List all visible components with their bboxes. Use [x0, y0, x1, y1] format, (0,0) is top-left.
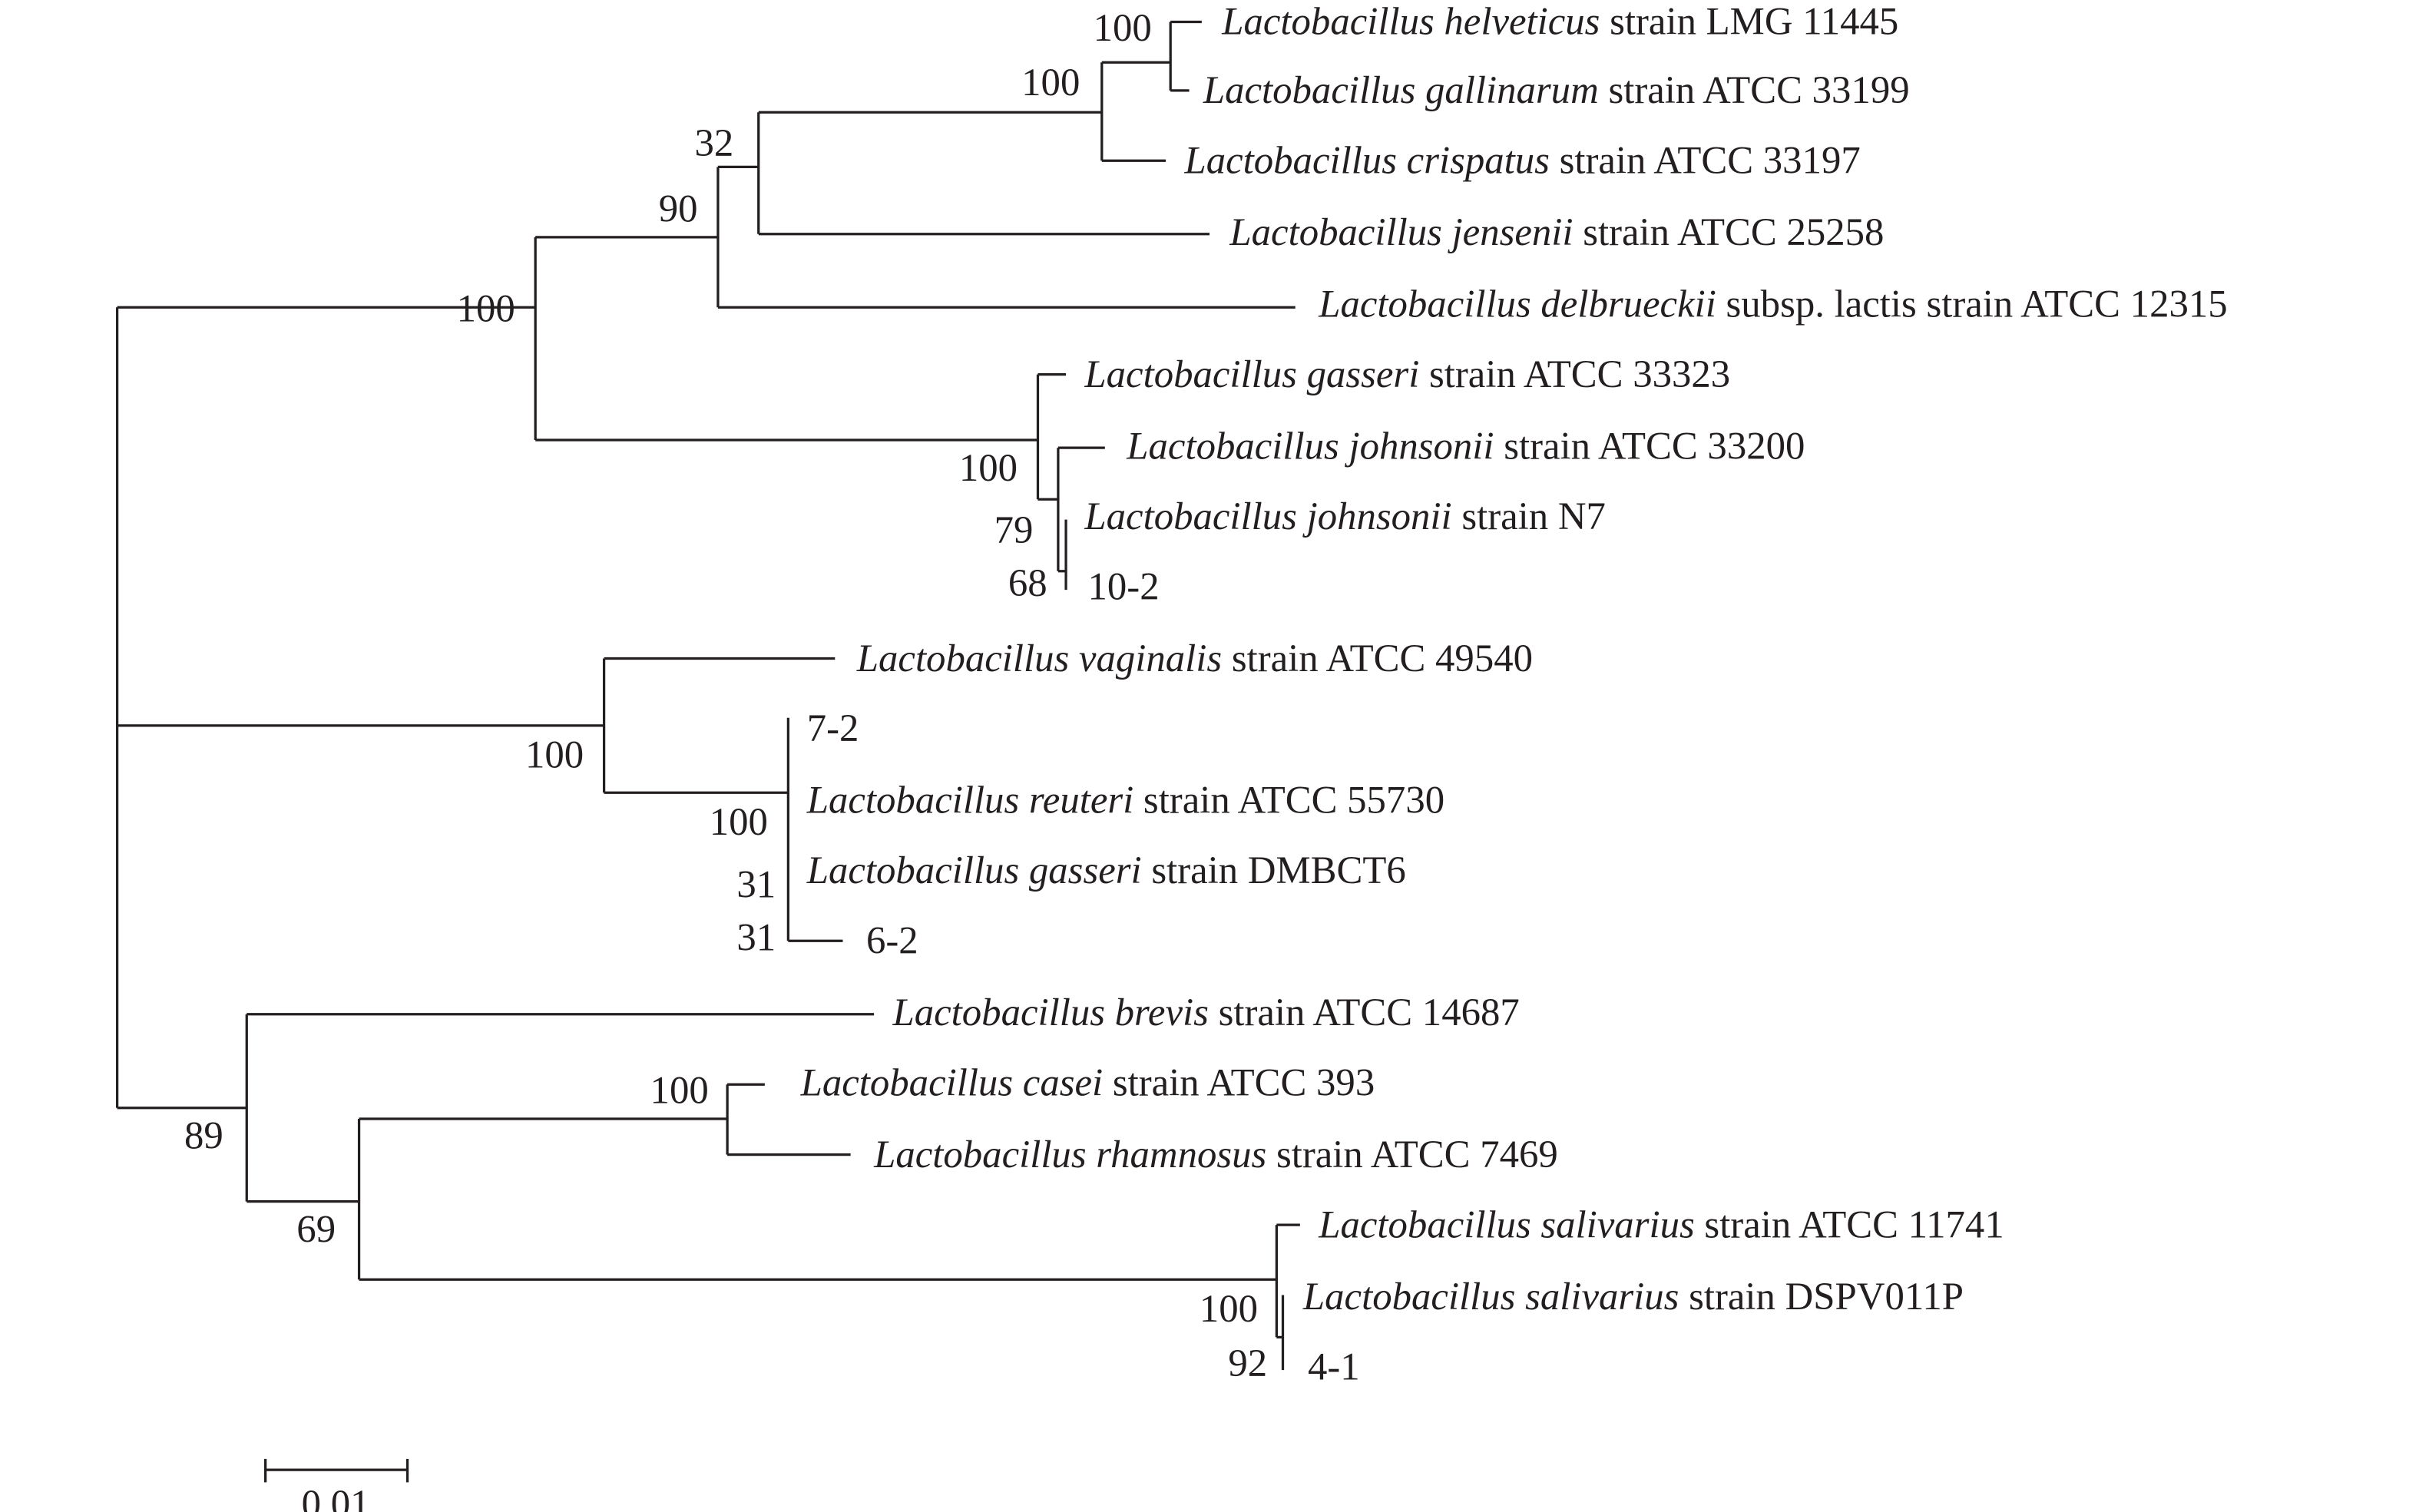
leaf-label: Lactobacillus gasseri strain DMBCT6: [806, 849, 1406, 892]
bootstrap-value: 92: [1228, 1342, 1267, 1385]
leaf-label: Lactobacillus helveticus strain LMG 1144…: [1221, 0, 1898, 43]
tree-branches: [115, 20, 1300, 1371]
leaf-label: 7-2: [807, 706, 859, 749]
leaf-label: 10-2: [1088, 564, 1160, 607]
bootstrap-value: 100: [457, 287, 515, 330]
branch-clade-johnsonii: [535, 373, 1105, 591]
bootstrap-value: 90: [659, 187, 698, 230]
leaf-label: Lactobacillus crispatus strain ATCC 3319…: [1183, 139, 1860, 182]
branch-clade-c: [245, 1013, 1300, 1371]
bootstrap-value: 31: [736, 862, 776, 905]
branch-root: [115, 306, 604, 1110]
leaf-label: Lactobacillus johnsonii strain N7: [1084, 495, 1606, 538]
leaf-label: Lactobacillus jensenii strain ATCC 25258: [1229, 210, 1884, 253]
bootstrap-value: 32: [694, 121, 733, 164]
scale-bar: 0.01: [264, 1458, 409, 1512]
bootstrap-value: 79: [994, 508, 1034, 551]
leaf-label: Lactobacillus salivarius strain DSPV011P: [1302, 1275, 1964, 1318]
bootstrap-value: 69: [296, 1207, 336, 1250]
leaf-label: Lactobacillus rhamnosus strain ATCC 7469: [873, 1133, 1558, 1176]
leaf-label: Lactobacillus gasseri strain ATCC 33323: [1084, 352, 1730, 395]
leaf-label: Lactobacillus casei strain ATCC 393: [800, 1060, 1375, 1103]
leaf-label: Lactobacillus salivarius strain ATCC 117…: [1318, 1203, 2004, 1246]
bootstrap-value: 100: [650, 1069, 709, 1112]
bootstrap-value: 100: [959, 446, 1018, 489]
bootstrap-value: 31: [736, 915, 776, 958]
leaf-label: Lactobacillus gallinarum strain ATCC 331…: [1203, 68, 1910, 111]
leaf-label: Lactobacillus johnsonii strain ATCC 3320…: [1126, 424, 1805, 467]
bootstrap-value: 89: [184, 1114, 223, 1157]
leaf-label: Lactobacillus delbrueckii subsp. lactis …: [1318, 282, 2227, 325]
leaf-label: Lactobacillus vaginalis strain ATCC 4954…: [856, 637, 1533, 680]
scale-bar-label: 0.01: [302, 1482, 370, 1512]
leaf-label: Lactobacillus brevis strain ATCC 14687: [892, 991, 1520, 1034]
scale-bar-line: [264, 1458, 409, 1483]
bootstrap-value: 68: [1008, 561, 1047, 604]
branch-clade-a: [534, 20, 1296, 441]
bootstrap-values: 100 100 32 90 100 100 79 68 100 100 31 3…: [184, 6, 1267, 1385]
leaf-label: 4-1: [1308, 1345, 1360, 1388]
bootstrap-value: 100: [710, 800, 768, 843]
branch-clade-b: [602, 657, 843, 942]
bootstrap-value: 100: [1021, 61, 1080, 104]
leaf-label: 6-2: [866, 919, 918, 962]
leaf-labels: Lactobacillus helveticus strain LMG 1144…: [800, 0, 2228, 1388]
bootstrap-value: 100: [1094, 6, 1152, 49]
leaf-label: Lactobacillus reuteri strain ATCC 55730: [806, 779, 1444, 822]
bootstrap-value: 100: [1200, 1287, 1258, 1330]
bootstrap-value: 100: [525, 733, 584, 776]
